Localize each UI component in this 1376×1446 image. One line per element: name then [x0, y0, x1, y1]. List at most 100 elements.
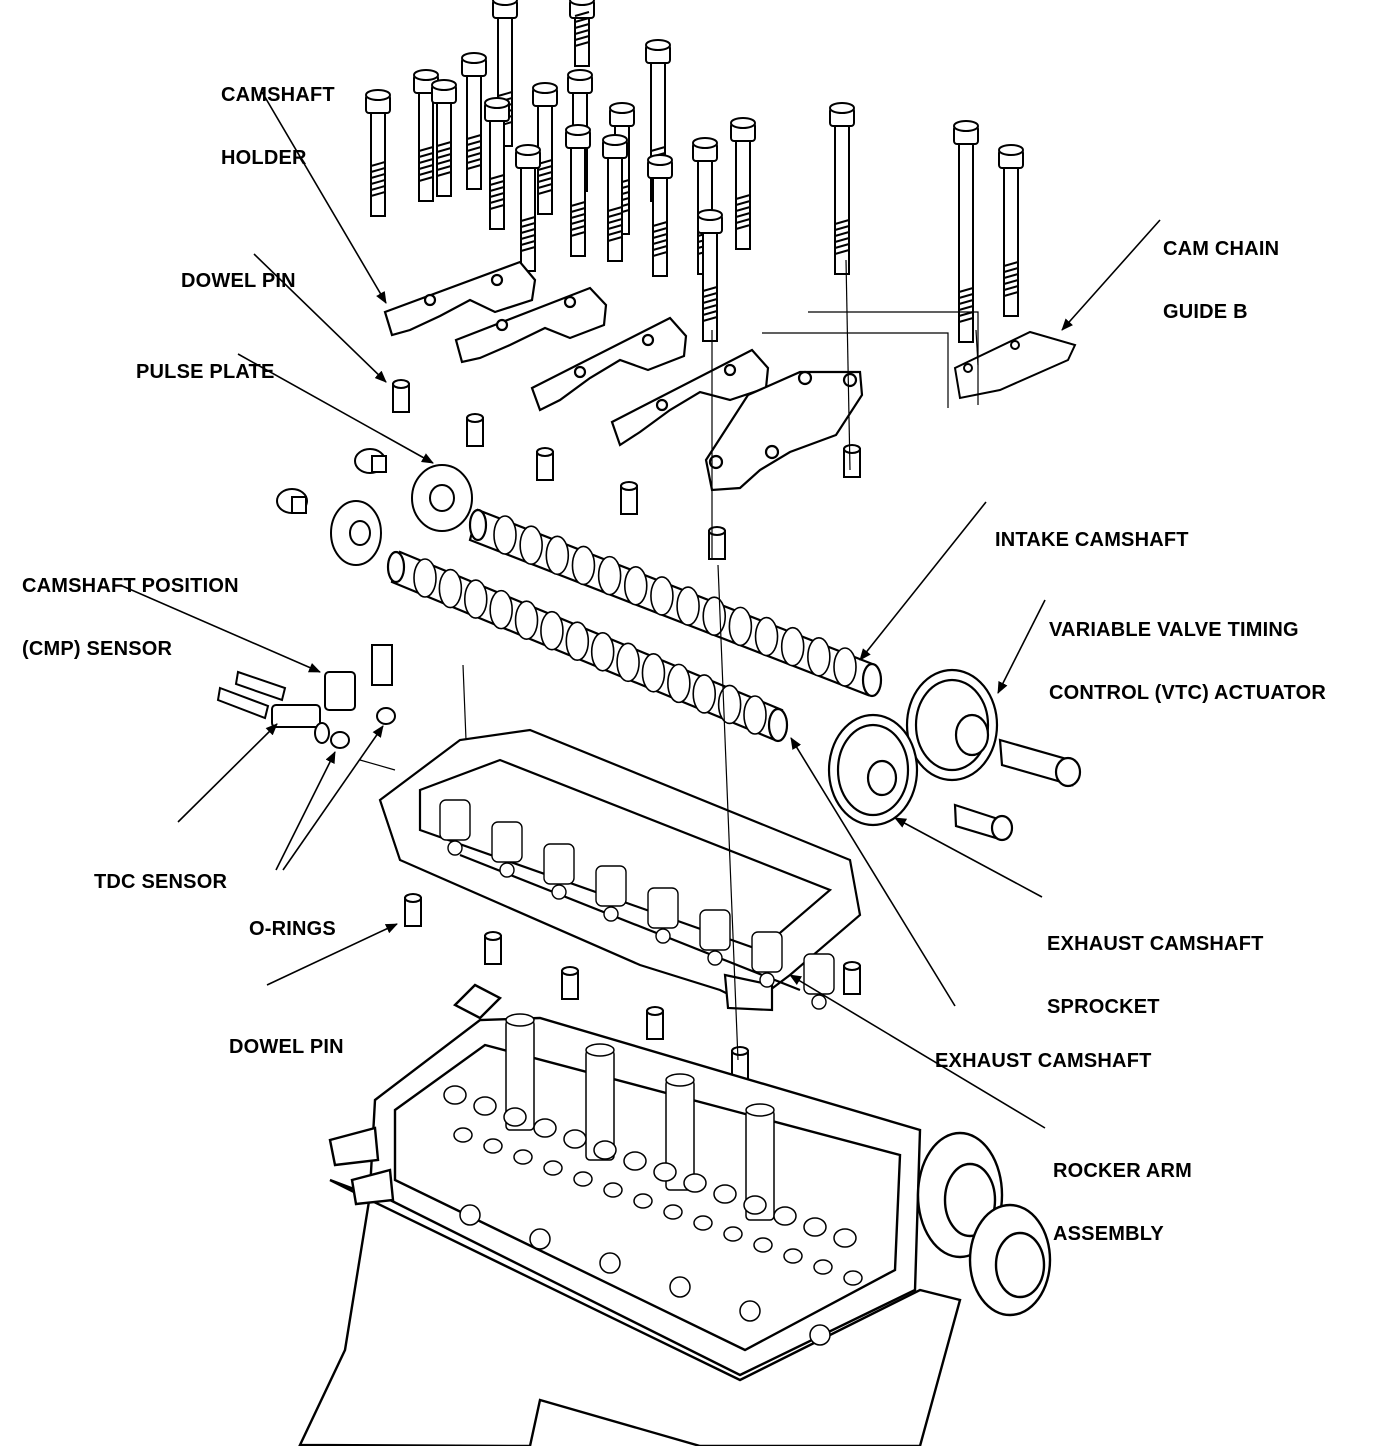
label-line: EXHAUST CAMSHAFT — [935, 1050, 1152, 1072]
valve-spring — [593, 1140, 617, 1160]
intake-lobe — [676, 586, 700, 626]
tube-top — [665, 1073, 695, 1087]
label-cam-chain-guide: CAM CHAIN GUIDE B — [1163, 197, 1279, 365]
sensors — [216, 644, 396, 749]
exhaust-lobe — [514, 600, 539, 640]
exhaust-lobe — [717, 684, 742, 725]
rocker-spring — [811, 994, 827, 1010]
exhaust-lobe — [692, 674, 717, 714]
dowel-pin — [404, 893, 422, 927]
label-rocker-arm: ROCKER ARM ASSEMBLY — [1053, 1119, 1192, 1287]
tube-top — [745, 1103, 775, 1117]
holder-bolt — [413, 69, 439, 202]
valve-spring — [573, 1171, 593, 1187]
head-details — [443, 1013, 863, 1346]
label-dowel-pin-top: DOWEL PIN — [181, 229, 296, 334]
dowel-pin — [392, 379, 410, 413]
label-line: TDC SENSOR — [94, 871, 228, 893]
dowel-pin — [561, 966, 579, 1000]
label-line: HOLDER — [221, 147, 307, 169]
intake-lobe — [519, 525, 543, 565]
holder-bolt — [730, 117, 756, 250]
valve-spring — [743, 1195, 767, 1215]
valve-spring — [563, 1129, 587, 1149]
dowel-pin — [646, 1006, 664, 1040]
label-line: VARIABLE VALVE TIMING — [1049, 619, 1299, 641]
label-line: EXHAUST CAMSHAFT — [1047, 933, 1264, 955]
rocker-spring — [499, 862, 515, 878]
valve-spring — [693, 1215, 713, 1231]
valve-spring — [453, 1127, 473, 1143]
intake-lobe — [493, 515, 517, 555]
intake-lobe — [833, 647, 857, 687]
intake-lobe — [571, 545, 596, 586]
head-port — [669, 1276, 691, 1298]
valve-spring — [723, 1226, 743, 1242]
valve-spring — [803, 1217, 827, 1237]
rocker-spring — [759, 972, 775, 988]
holder-bolt — [565, 124, 591, 257]
label-exhaust-camshaft: EXHAUST CAMSHAFT — [935, 1009, 1152, 1114]
valve-spring — [663, 1204, 683, 1220]
holder-bolt — [515, 144, 541, 272]
holder-bolt — [431, 79, 457, 197]
valve-spring — [623, 1151, 647, 1171]
valve-spring — [533, 1118, 557, 1138]
exhaust-lobe — [489, 589, 513, 630]
holder-bolt — [953, 120, 979, 343]
rocker-arm — [439, 799, 471, 841]
holder-bolt — [998, 144, 1024, 317]
intake-lobe — [807, 637, 831, 677]
valve-spring — [473, 1096, 497, 1116]
exhaust-lobe — [540, 610, 564, 651]
holder-bolt — [697, 209, 723, 342]
exhaust-lobe — [463, 579, 488, 619]
rocker-arm — [803, 953, 835, 995]
valve-spring — [503, 1107, 527, 1127]
tube-top — [585, 1043, 615, 1057]
valve-spring — [773, 1206, 797, 1226]
holder-bolt — [365, 89, 391, 217]
rocker-arm — [543, 843, 575, 885]
label-line: O-RINGS — [249, 918, 336, 940]
tube-top — [505, 1013, 535, 1027]
intake-lobe — [754, 616, 779, 657]
valve-spring — [843, 1270, 863, 1286]
holder-bolts — [365, 0, 1024, 343]
rocker-spring — [655, 928, 671, 944]
holder-bolt — [532, 82, 558, 215]
camshaft-holders — [383, 260, 864, 492]
dowel-pin — [536, 447, 554, 481]
guide-leader-lines — [762, 311, 979, 408]
label-line: ASSEMBLY — [1053, 1223, 1164, 1245]
valve-spring — [653, 1162, 677, 1182]
vtc-actuator — [905, 668, 1082, 788]
head-port — [459, 1204, 481, 1226]
valve-spring — [543, 1160, 563, 1176]
head-port — [599, 1252, 621, 1274]
label-exhaust-sprocket: EXHAUST CAMSHAFT SPROCKET — [1047, 892, 1264, 1060]
intake-lobe — [780, 626, 805, 667]
valve-spring — [833, 1228, 857, 1248]
exhaust-lobe — [438, 568, 463, 609]
label-line: ROCKER ARM — [1053, 1160, 1193, 1182]
valve-spring — [633, 1193, 653, 1209]
head-port — [739, 1300, 761, 1322]
rocker-arm — [699, 909, 731, 951]
exhaust-lobe — [565, 621, 590, 662]
label-o-rings: O-RINGS — [249, 877, 336, 982]
label-line: GUIDE B — [1163, 301, 1248, 323]
label-line: CAMSHAFT POSITION — [22, 575, 239, 597]
label-line: SPROCKET — [1047, 996, 1160, 1018]
holder-bolt — [461, 52, 487, 190]
cam-chain-guide-b — [953, 330, 1077, 400]
label-line: DOWEL PIN — [229, 1036, 344, 1058]
valve-spring — [813, 1259, 833, 1275]
dowel-pin — [843, 961, 861, 995]
valve-spring — [443, 1085, 467, 1105]
head-port — [529, 1228, 551, 1250]
dowel-pin — [620, 481, 638, 515]
dowel-pin — [708, 526, 726, 560]
